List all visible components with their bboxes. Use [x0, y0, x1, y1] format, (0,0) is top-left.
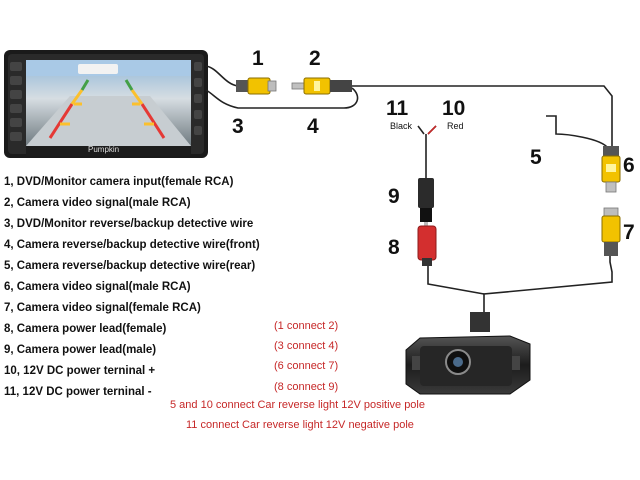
legend-item: 7, Camera video signal(female RCA) — [4, 302, 201, 314]
callout-11: 11 — [386, 97, 409, 120]
callout-6: 6 — [623, 154, 635, 177]
rca-male-2 — [291, 77, 352, 95]
wire-cam-video — [483, 256, 613, 312]
pair-item: (1 connect 2) — [274, 320, 339, 332]
rca-male-6 — [601, 146, 621, 193]
legend-item: 3, DVD/Monitor reverse/backup detective … — [4, 218, 254, 230]
callout-10: 10 — [442, 97, 466, 120]
wire-label-red: Red — [447, 121, 464, 131]
power-female-8 — [417, 225, 437, 266]
callout-7: 7 — [623, 221, 635, 244]
callout-5: 5 — [530, 146, 542, 169]
callout-9: 9 — [388, 185, 400, 208]
rca-female-1 — [236, 77, 277, 95]
wire-monitor-video — [205, 65, 239, 87]
legend-item: 10, 12V DC power terninal + — [4, 365, 156, 377]
wire-black-end — [417, 125, 425, 135]
legend-item: 4, Camera reverse/backup detective wire(… — [4, 239, 260, 251]
parts-legend: 1, DVD/Monitor camera input(female RCA) … — [4, 172, 260, 403]
note-negative-pole: 11 connect Car reverse light 12V negativ… — [186, 419, 414, 431]
wire-label-black: Black — [390, 121, 413, 131]
connection-pairs: (1 connect 2) (3 connect 4) (6 connect 7… — [274, 316, 338, 397]
wire-3 — [205, 89, 296, 109]
legend-item: 2, Camera video signal(male RCA) — [4, 197, 191, 209]
pair-item: (6 connect 7) — [274, 360, 339, 373]
pair-item: (8 connect 9) — [274, 380, 339, 393]
note-positive-pole: 5 and 10 connect Car reverse light 12V p… — [170, 399, 425, 411]
dvd-monitor — [4, 50, 208, 158]
pair-item: (3 connect 4) — [274, 340, 339, 353]
legend-item: 1, DVD/Monitor camera input(female RCA) — [4, 176, 234, 188]
legend-item: 5, Camera reverse/backup detective wire(… — [4, 260, 256, 272]
wire-4 — [296, 87, 359, 109]
legend-item: 9, Camera power lead(male) — [4, 344, 157, 356]
monitor-brand: Pumpkin — [88, 145, 120, 154]
callout-8: 8 — [388, 236, 400, 259]
legend-item: 6, Camera video signal(male RCA) — [4, 281, 191, 293]
callout-3: 3 — [232, 115, 244, 138]
legend-item: 8, Camera power lead(female) — [4, 323, 167, 335]
callout-4: 4 — [307, 115, 319, 138]
rca-female-7 — [601, 207, 621, 256]
wire-power-cam — [427, 262, 485, 295]
wires — [205, 65, 613, 312]
callout-1: 1 — [252, 47, 264, 70]
reverse-camera — [405, 312, 531, 395]
screen-car — [78, 64, 118, 74]
power-male-9 — [418, 178, 434, 228]
wire-video-camera — [352, 85, 613, 146]
callout-2: 2 — [309, 47, 321, 70]
legend-item: 11, 12V DC power terninal - — [4, 386, 152, 398]
wire-5 — [546, 115, 609, 149]
